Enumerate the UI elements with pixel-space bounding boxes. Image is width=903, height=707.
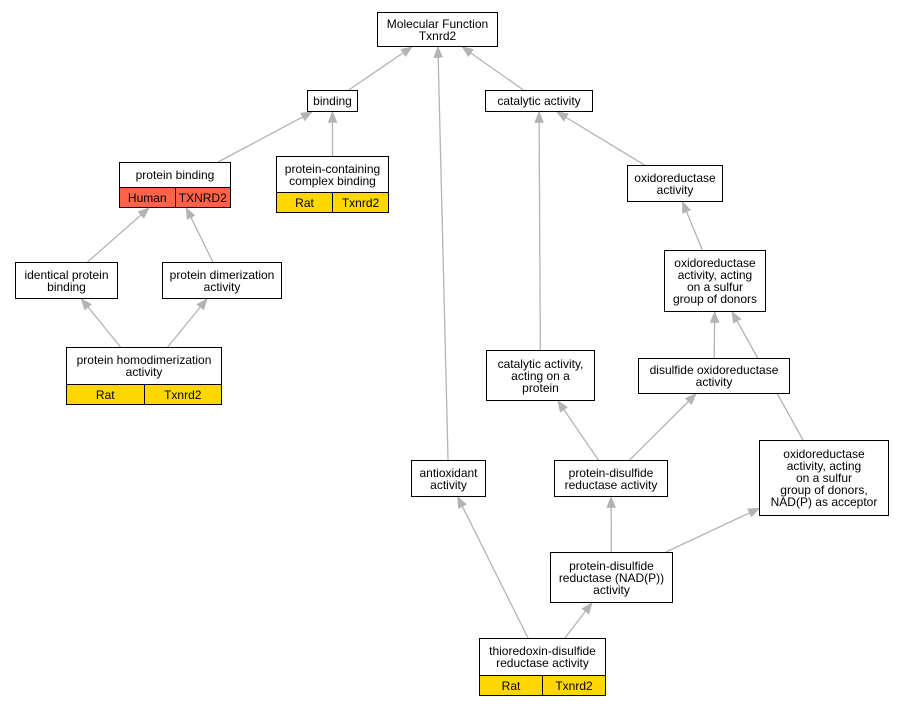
node-label: oxidoreductase activity, acting on a sul…	[770, 447, 878, 509]
edge-protein-disulfide-reductase-to-catalytic-acting-on-protein	[557, 400, 599, 461]
node-oxidoreductase-activity[interactable]: oxidoreductase activity	[627, 165, 723, 202]
node-molecular-function[interactable]: Molecular Function Txnrd2	[377, 12, 498, 47]
edge-binding-to-molecular-function	[348, 46, 413, 91]
edge-protein-dimerization-activity-to-protein-binding	[185, 206, 214, 263]
node-label: disulfide oxidoreductase activity	[649, 363, 779, 389]
edge-oxidoreductase-sulfur-to-oxidoreductase-activity	[681, 200, 703, 251]
edge-antioxidant-activity-to-molecular-function	[433, 45, 449, 461]
node-label: protein binding	[135, 168, 215, 182]
node-label: thioredoxin-disulfide reductase activity	[489, 644, 596, 670]
node-label: catalytic activity, acting on a protein	[497, 356, 584, 395]
edge-oxidoreductase-activity-to-catalytic-activity	[556, 111, 645, 166]
node-label: protein-disulfide reductase (NAD(P)) act…	[558, 558, 665, 597]
species-cell: Human	[127, 190, 167, 205]
node-disulfide-oxidoreductase[interactable]: disulfide oxidoreductase activity	[638, 358, 790, 394]
node-label: catalytic activity	[497, 94, 581, 108]
edge-protein-disulfide-reductase-to-disulfide-oxidoreductase	[629, 393, 697, 461]
edge-protein-disulfide-reductase-nadp-to-oxidoreductase-sulfur-nadp	[665, 507, 761, 553]
node-oxidoreductase-sulfur[interactable]: oxidoreductase activity, acting on a sul…	[664, 250, 766, 312]
species-cell: Rat	[501, 678, 521, 693]
annotation-row: Rat Txnrd2	[67, 384, 221, 404]
edge-protein-homodimerization-activity-to-identical-protein-binding	[80, 298, 121, 348]
node-protein-dimerization-activity[interactable]: protein dimerization activity	[162, 262, 282, 299]
node-protein-disulfide-reductase[interactable]: protein-disulfide reductase activity	[554, 460, 668, 497]
node-label: protein-containing complex binding	[284, 161, 381, 188]
node-label: antioxidant activity	[419, 465, 478, 492]
species-cell: Rat	[295, 195, 314, 210]
node-label: protein-disulfide reductase activity	[564, 465, 658, 492]
edge-thioredoxin-disulfide-reductase-to-protein-disulfide-reductase-nadp	[564, 602, 593, 639]
node-label: protein homodimerization activity	[76, 353, 212, 379]
gene-cell: Txnrd2	[332, 193, 388, 212]
node-protein-disulfide-reductase-nadp[interactable]: protein-disulfide reductase (NAD(P)) act…	[550, 552, 673, 603]
edge-protein-binding-to-binding	[217, 111, 313, 163]
node-catalytic-acting-on-protein[interactable]: catalytic activity, acting on a protein	[486, 350, 595, 401]
edge-identical-protein-binding-to-protein-binding	[87, 207, 150, 263]
annotation-row: Rat Txnrd2	[480, 675, 605, 695]
node-oxidoreductase-sulfur-nadp[interactable]: oxidoreductase activity, acting on a sul…	[759, 440, 889, 516]
species-cell: Rat	[95, 387, 115, 402]
node-antioxidant-activity[interactable]: antioxidant activity	[411, 460, 486, 497]
edge-protein-homodimerization-activity-to-protein-dimerization-activity	[167, 298, 208, 348]
node-label: binding	[313, 94, 352, 108]
gene-cell: Txnrd2	[143, 385, 222, 404]
gene-cell: TXNRD2	[174, 188, 231, 207]
node-identical-protein-binding[interactable]: identical protein binding	[15, 262, 118, 299]
annotation-row: Human TXNRD2	[120, 187, 230, 207]
node-binding[interactable]: binding	[307, 90, 358, 112]
annotation-row: Rat Txnrd2	[277, 192, 388, 212]
node-label: identical protein binding	[24, 267, 109, 294]
node-label: oxidoreductase activity, acting on a sul…	[672, 256, 758, 306]
node-thioredoxin-disulfide-reductase[interactable]: thioredoxin-disulfide reductase activity…	[479, 638, 606, 696]
edge-catalytic-activity-to-molecular-function	[461, 46, 524, 91]
node-label: oxidoreductase activity	[634, 170, 716, 197]
gene-cell: Txnrd2	[542, 676, 605, 695]
node-label: Molecular Function Txnrd2	[386, 16, 489, 43]
node-label: protein dimerization activity	[169, 267, 275, 294]
edge-catalytic-acting-on-protein-to-catalytic-activity	[534, 110, 544, 351]
node-catalytic-activity[interactable]: catalytic activity	[485, 90, 593, 112]
edge-thioredoxin-disulfide-reductase-to-antioxidant-activity	[457, 495, 529, 639]
